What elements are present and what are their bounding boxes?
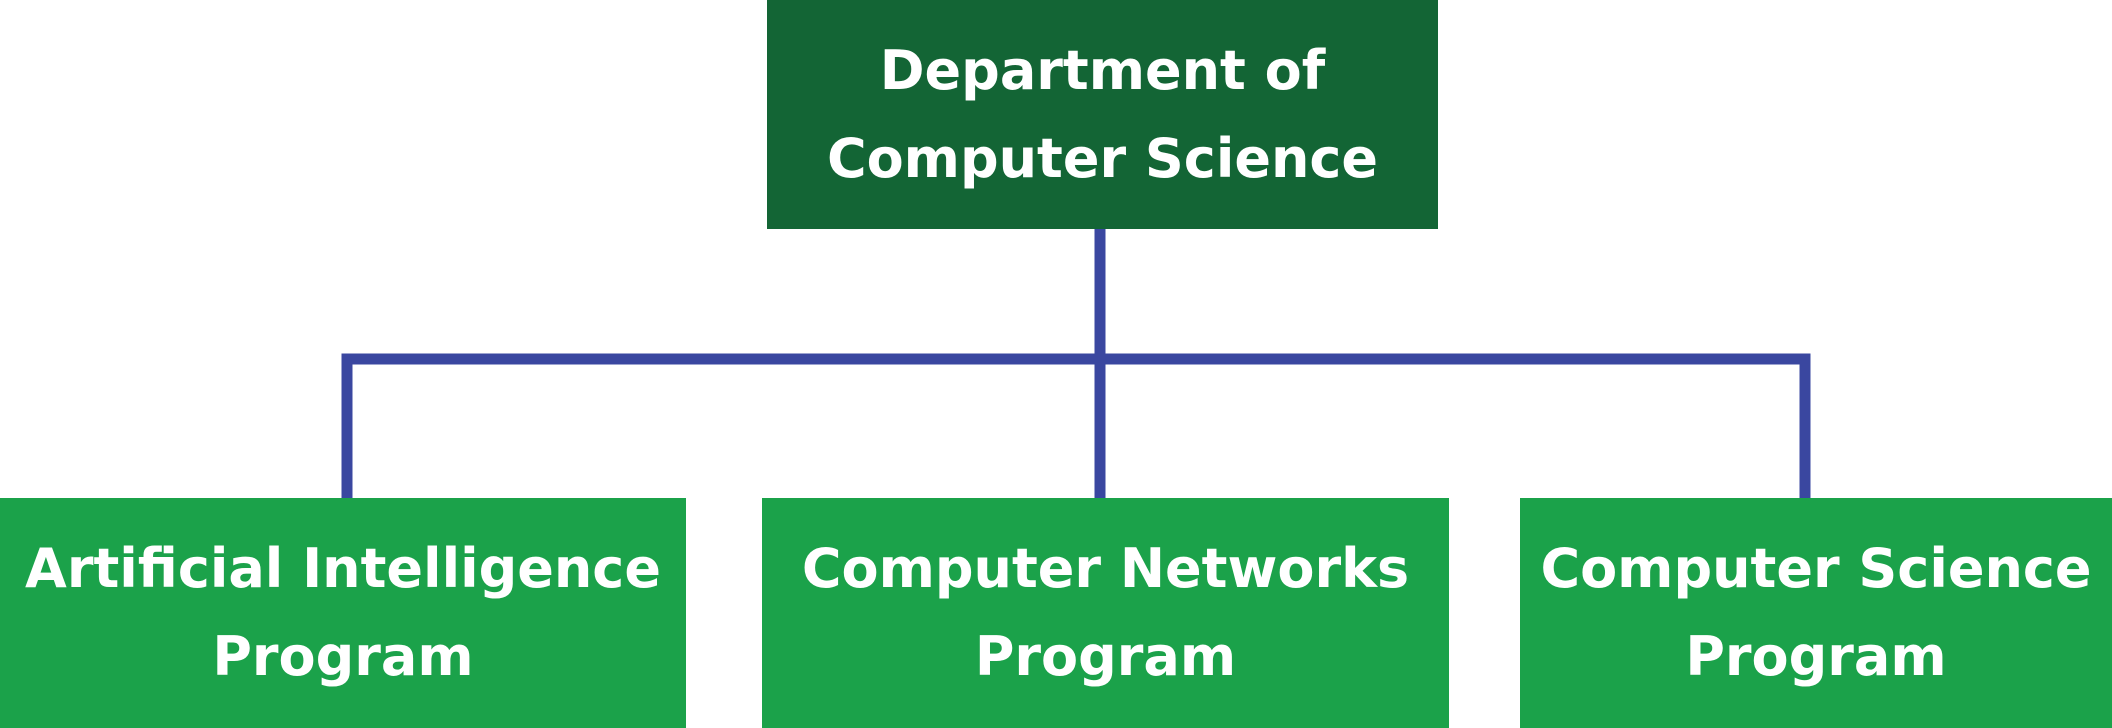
networks-program-label: Computer Networks Program	[801, 537, 1410, 688]
department-label: Department of Computer Science	[826, 38, 1379, 190]
department-box: Department of Computer Science	[767, 0, 1438, 229]
ai-program-box: Artificial Intelligence Program	[0, 498, 686, 728]
cs-program-label: Computer Science Program	[1540, 537, 2092, 688]
cs-program-box: Computer Science Program	[1520, 498, 2112, 728]
ai-program-label: Artificial Intelligence Program	[25, 537, 661, 688]
networks-program-box: Computer Networks Program	[762, 498, 1449, 728]
